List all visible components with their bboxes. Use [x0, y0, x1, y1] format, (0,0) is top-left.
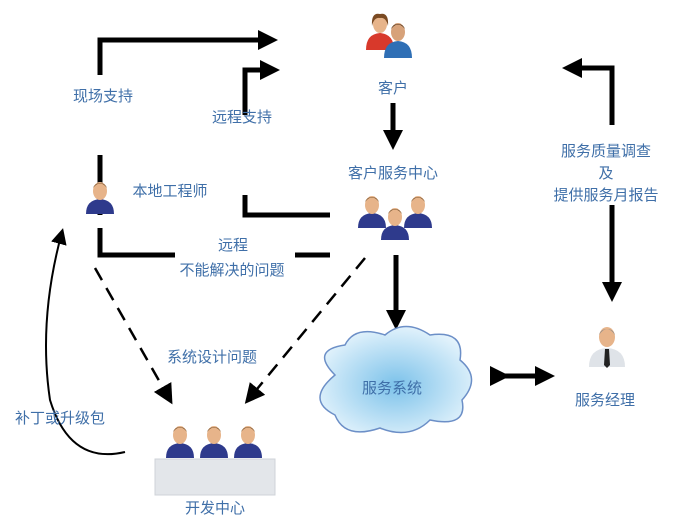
service-center-icon [358, 196, 432, 240]
service-center-label: 客户服务中心 [348, 164, 438, 182]
unsolved-line [97, 228, 175, 258]
service-manager-label: 服务经理 [575, 391, 635, 409]
service-system-cloud [319, 325, 473, 434]
onsite-support-label: 现场支持 [73, 87, 133, 105]
onsite-support-arrow [97, 30, 278, 75]
patch-label: 补丁或升级包 [15, 409, 105, 427]
remote-unsolved-label-2: 不能解决的问题 [179, 261, 284, 279]
remote-support-line [242, 195, 330, 218]
dev-center-label: 开发中心 [185, 499, 245, 517]
report-to-customer-arrow [562, 58, 615, 125]
center-to-dev-dashed-arrow [244, 257, 366, 404]
customer-label: 客户 [378, 79, 408, 97]
service-system-label: 服务系统 [362, 379, 422, 397]
connectors [97, 30, 622, 386]
dashed-connectors [93, 257, 366, 405]
service-manager-icon [589, 327, 625, 368]
customer-icon [366, 13, 412, 58]
remote-support-label: 远程支持 [212, 108, 272, 126]
patch-curved-arrow [45, 228, 126, 456]
survey-label-3: 提供服务月报告 [553, 186, 658, 204]
local-engineer-icon [86, 182, 114, 214]
dev-center-icon [154, 426, 276, 496]
design-issue-label: 系统设计问题 [167, 348, 257, 366]
remote-unsolved-label-1: 远程 [218, 236, 248, 254]
engineer-to-dev-dashed-arrow [93, 267, 173, 405]
remote-support-arrow [242, 60, 280, 115]
survey-label-1: 服务质量调查 [561, 142, 651, 160]
local-engineer-label: 本地工程师 [132, 182, 207, 200]
survey-label-2: 及 [598, 164, 613, 182]
